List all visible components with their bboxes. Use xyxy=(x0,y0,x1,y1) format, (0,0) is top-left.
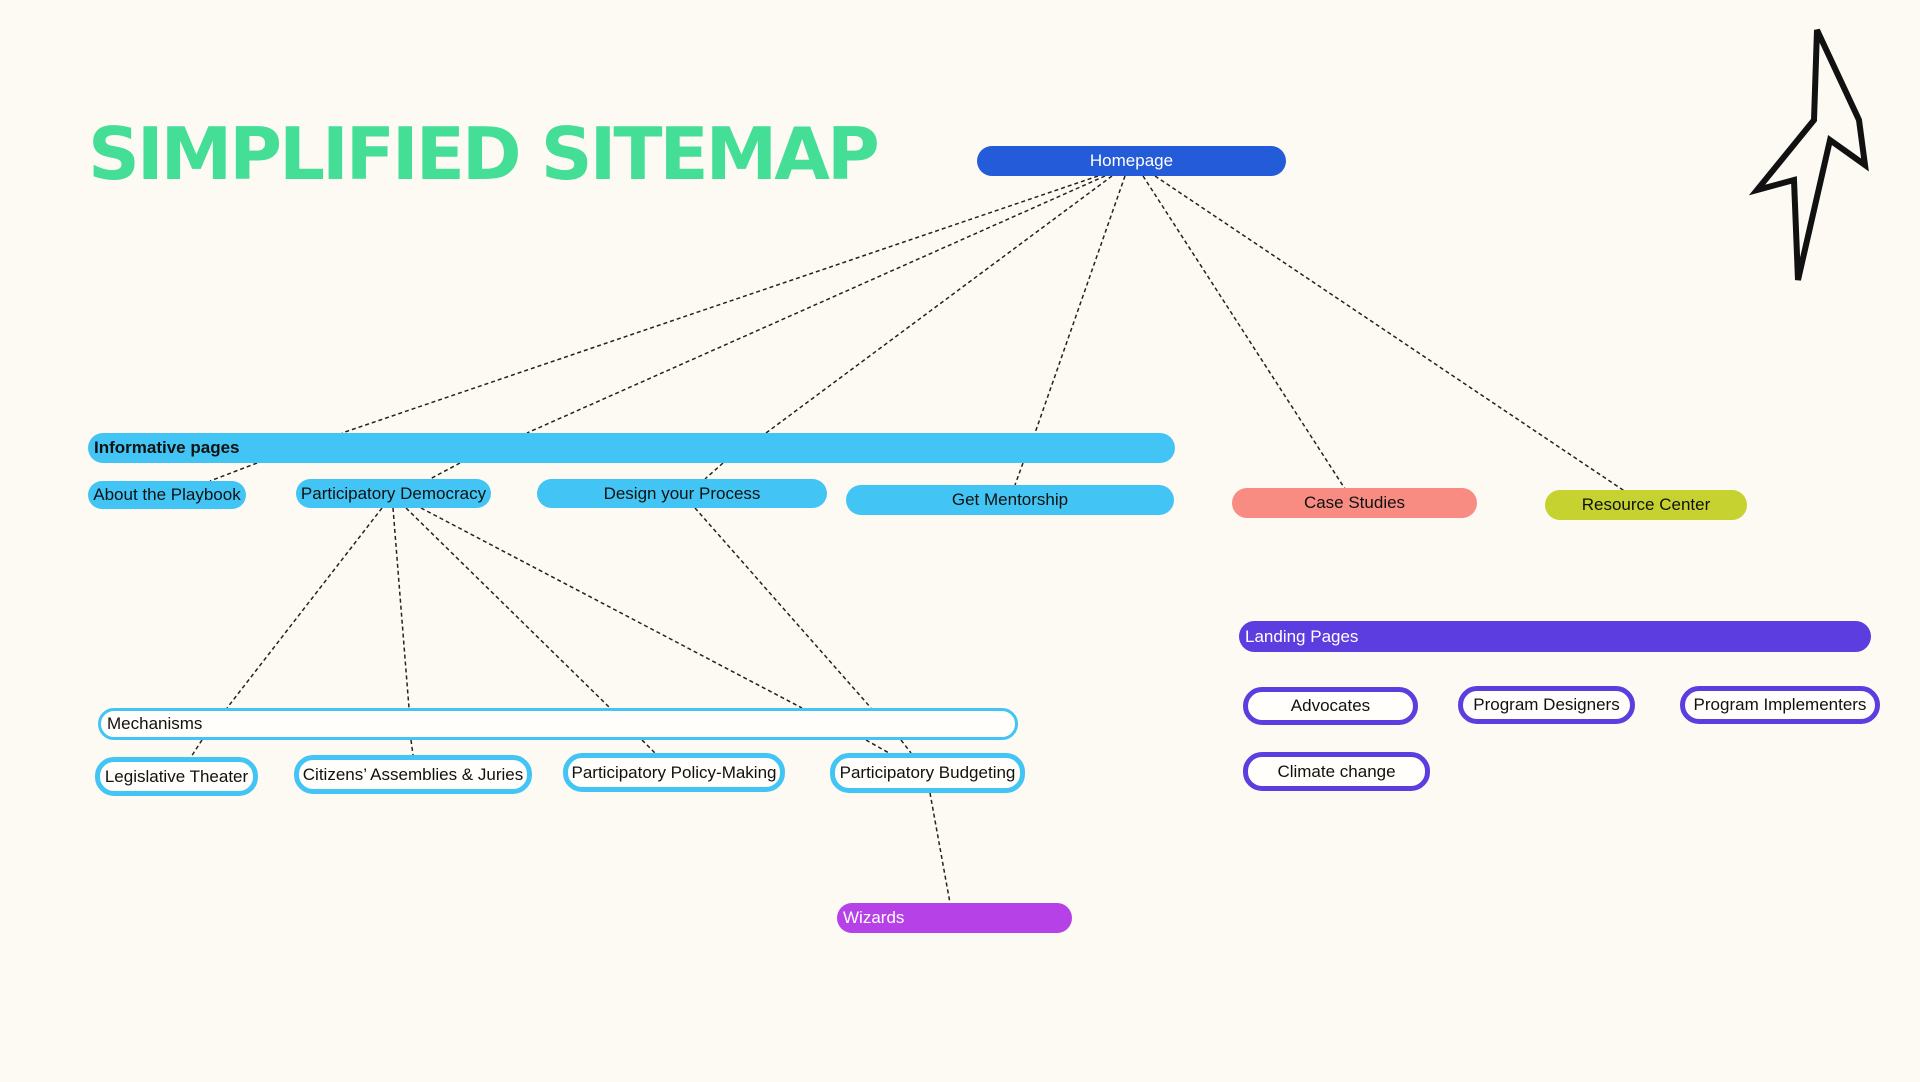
connector-informative-mentorship xyxy=(1014,462,1024,486)
about-playbook-node[interactable]: About the Playbook xyxy=(88,481,246,509)
connector-homepage-informative-1 xyxy=(341,175,1099,434)
mechanisms-group[interactable]: Mechanisms xyxy=(98,708,1018,740)
connector-democracy-mechanisms-4 xyxy=(420,507,803,709)
resource-center-node[interactable]: Resource Center xyxy=(1545,490,1747,520)
wizards-node[interactable]: Wizards xyxy=(837,903,1072,933)
legislative-theater-node[interactable]: Legislative Theater xyxy=(95,757,258,796)
participatory-democracy-node[interactable]: Participatory Democracy xyxy=(296,479,491,508)
connector-informative-about xyxy=(209,462,258,482)
connector-democracy-mechanisms-3 xyxy=(405,507,611,709)
connector-mechanisms-budgeting-1 xyxy=(865,739,890,754)
connector-homepage-resource-center xyxy=(1154,175,1627,493)
connector-mechanisms-policy xyxy=(641,739,656,754)
connector-budgeting-wizards xyxy=(929,792,951,904)
connector-design-mechanisms xyxy=(694,507,872,709)
program-implementers-node[interactable]: Program Implementers xyxy=(1680,686,1880,724)
connector-mechanisms-legislative xyxy=(190,739,203,758)
get-mentorship-node[interactable]: Get Mentorship xyxy=(846,485,1174,515)
informative-pages-group[interactable]: Informative pages xyxy=(88,433,1175,463)
connector-informative-design xyxy=(704,462,724,480)
connector-mechanisms-budgeting-2 xyxy=(900,739,912,754)
design-process-node[interactable]: Design your Process xyxy=(537,479,827,508)
participatory-policy-making-node[interactable]: Participatory Policy-Making xyxy=(563,753,785,792)
page-title: SIMPLIFIED SITEMAP xyxy=(88,112,880,196)
landing-pages-group[interactable]: Landing Pages xyxy=(1239,621,1871,652)
connector-homepage-informative-4 xyxy=(1034,175,1126,434)
homepage-node[interactable]: Homepage xyxy=(977,146,1286,176)
connector-democracy-mechanisms-2 xyxy=(392,507,410,709)
connector-mechanisms-assemblies xyxy=(410,739,414,756)
climate-change-node[interactable]: Climate change xyxy=(1243,752,1430,791)
connector-democracy-mechanisms-1 xyxy=(226,507,383,709)
connector-homepage-informative-3 xyxy=(765,175,1113,434)
case-studies-node[interactable]: Case Studies xyxy=(1232,488,1477,518)
program-designers-node[interactable]: Program Designers xyxy=(1458,686,1635,724)
lightning-bolt-icon xyxy=(1748,28,1869,281)
connector-homepage-informative-2 xyxy=(526,175,1106,434)
citizens-assemblies-node[interactable]: Citizens’ Assemblies & Juries xyxy=(294,755,532,794)
advocates-node[interactable]: Advocates xyxy=(1243,687,1418,725)
participatory-budgeting-node[interactable]: Participatory Budgeting xyxy=(830,753,1025,793)
connector-informative-democracy xyxy=(429,462,461,480)
